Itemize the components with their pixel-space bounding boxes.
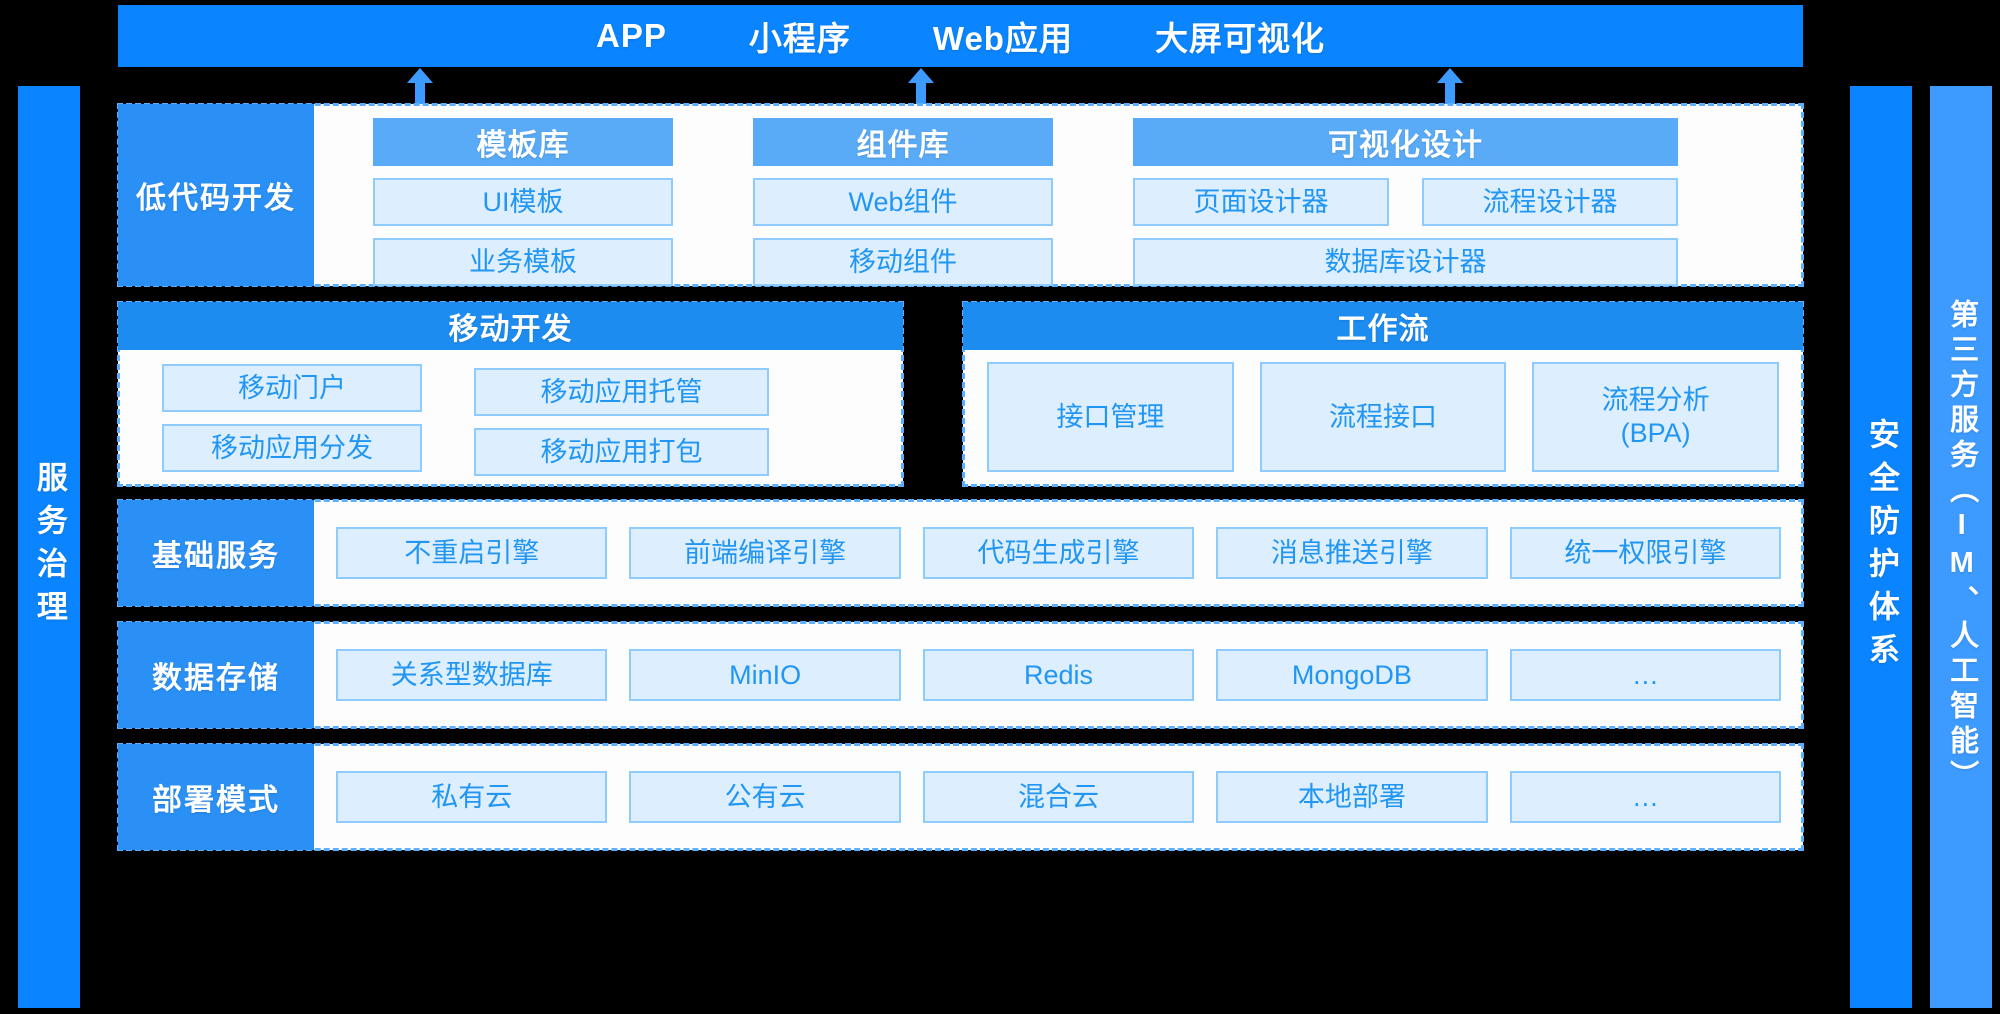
chip-business-template[interactable]: 业务模板 — [373, 238, 673, 286]
data-storage-items: 关系型数据库 MinIO Redis MongoDB … — [336, 622, 1782, 728]
row-lowcode-title: 低代码开发 — [118, 104, 314, 286]
chip-interface-management[interactable]: 接口管理 — [987, 362, 1234, 472]
row-lowcode-development: 低代码开发 模板库 UI模板 业务模板 组件库 Web组件 移动组件 可视化设计… — [117, 103, 1804, 287]
arrow-head-icon — [908, 68, 934, 83]
rail-third-party-service: 第三方服务（IM、人工智能） — [1930, 86, 1992, 1008]
up-arrow-2 — [908, 68, 934, 106]
chip-frontend-compile-engine[interactable]: 前端编译引擎 — [629, 527, 901, 579]
chip-flow-designer[interactable]: 流程设计器 — [1422, 178, 1678, 226]
rail-service-governance: 服务治理 — [18, 86, 80, 1008]
arrow-head-icon — [407, 68, 433, 83]
up-arrow-3 — [1437, 68, 1463, 106]
top-channel-bar: APP 小程序 Web应用 大屏可视化 — [118, 5, 1803, 67]
group-template-library-header: 模板库 — [373, 118, 673, 166]
chip-data-storage-more[interactable]: … — [1509, 649, 1782, 701]
arrow-stem — [415, 80, 425, 106]
chip-no-restart-engine[interactable]: 不重启引擎 — [336, 527, 608, 579]
chip-mobile-app-packaging[interactable]: 移动应用打包 — [474, 428, 769, 476]
channel-miniprogram: 小程序 — [748, 20, 851, 57]
chip-relational-database[interactable]: 关系型数据库 — [336, 649, 608, 701]
chip-on-premise[interactable]: 本地部署 — [1216, 771, 1488, 823]
chip-redis[interactable]: Redis — [922, 649, 1195, 701]
row-workflow: 工作流 接口管理 流程接口 流程分析 (BPA) — [962, 301, 1804, 487]
group-visual-design-header: 可视化设计 — [1133, 118, 1678, 166]
group-template-library: 模板库 UI模板 业务模板 — [373, 118, 673, 286]
up-arrow-1 — [407, 68, 433, 106]
mobile-items-area: 移动门户 移动应用托管 移动应用分发 移动应用打包 — [118, 350, 903, 486]
row-deploy-mode-title: 部署模式 — [118, 744, 314, 850]
row-base-service-title: 基础服务 — [118, 500, 314, 606]
channel-app: APP — [596, 17, 667, 54]
group-component-library-header: 组件库 — [753, 118, 1053, 166]
chip-minio[interactable]: MinIO — [629, 649, 901, 701]
arrow-stem — [1445, 80, 1455, 106]
chip-message-push-engine[interactable]: 消息推送引擎 — [1216, 527, 1488, 579]
arrow-stem — [916, 80, 926, 106]
row-base-service: 基础服务 不重启引擎 前端编译引擎 代码生成引擎 消息推送引擎 统一权限引擎 — [117, 499, 1804, 607]
chip-mobile-component[interactable]: 移动组件 — [753, 238, 1053, 286]
visual-design-designer-row: 页面设计器 流程设计器 — [1133, 178, 1678, 226]
chip-public-cloud[interactable]: 公有云 — [629, 771, 901, 823]
chip-mobile-app-distribution[interactable]: 移动应用分发 — [162, 424, 422, 472]
chip-web-component[interactable]: Web组件 — [753, 178, 1053, 226]
chip-code-generation-engine[interactable]: 代码生成引擎 — [922, 527, 1195, 579]
channel-bigscreen: 大屏可视化 — [1154, 20, 1325, 57]
row-deploy-mode: 部署模式 私有云 公有云 混合云 本地部署 … — [117, 743, 1804, 851]
chip-mobile-app-hosting[interactable]: 移动应用托管 — [474, 368, 769, 416]
mobile-items-row-1: 移动门户 移动应用托管 — [118, 364, 903, 416]
row-mobile-development-header: 移动开发 — [118, 302, 903, 350]
row-workflow-header: 工作流 — [963, 302, 1803, 350]
chip-ui-template[interactable]: UI模板 — [373, 178, 673, 226]
workflow-items-area: 接口管理 流程接口 流程分析 (BPA) — [987, 362, 1780, 472]
channel-web: Web应用 — [932, 20, 1073, 57]
group-component-library: 组件库 Web组件 移动组件 — [753, 118, 1053, 286]
chip-hybrid-cloud[interactable]: 混合云 — [922, 771, 1195, 823]
chip-mongodb[interactable]: MongoDB — [1216, 649, 1488, 701]
deploy-mode-items: 私有云 公有云 混合云 本地部署 … — [336, 744, 1782, 850]
chip-unified-permission-engine[interactable]: 统一权限引擎 — [1509, 527, 1782, 579]
rail-security-system: 安全防护体系 — [1850, 86, 1912, 1008]
arrow-head-icon — [1437, 68, 1463, 83]
chip-database-designer[interactable]: 数据库设计器 — [1133, 238, 1678, 286]
chip-mobile-portal[interactable]: 移动门户 — [162, 364, 422, 412]
chip-flow-analysis-bpa[interactable]: 流程分析 (BPA) — [1532, 362, 1780, 472]
chip-page-designer[interactable]: 页面设计器 — [1133, 178, 1389, 226]
row-mobile-development: 移动开发 移动门户 移动应用托管 移动应用分发 移动应用打包 — [117, 301, 904, 487]
mobile-items-row-2: 移动应用分发 移动应用打包 — [118, 424, 903, 476]
row-data-storage: 数据存储 关系型数据库 MinIO Redis MongoDB … — [117, 621, 1804, 729]
base-service-items: 不重启引擎 前端编译引擎 代码生成引擎 消息推送引擎 统一权限引擎 — [336, 500, 1782, 606]
chip-private-cloud[interactable]: 私有云 — [336, 771, 608, 823]
group-visual-design: 可视化设计 页面设计器 流程设计器 数据库设计器 — [1133, 118, 1678, 286]
row-data-storage-title: 数据存储 — [118, 622, 314, 728]
chip-flow-interface[interactable]: 流程接口 — [1259, 362, 1507, 472]
chip-deploy-mode-more[interactable]: … — [1509, 771, 1782, 823]
